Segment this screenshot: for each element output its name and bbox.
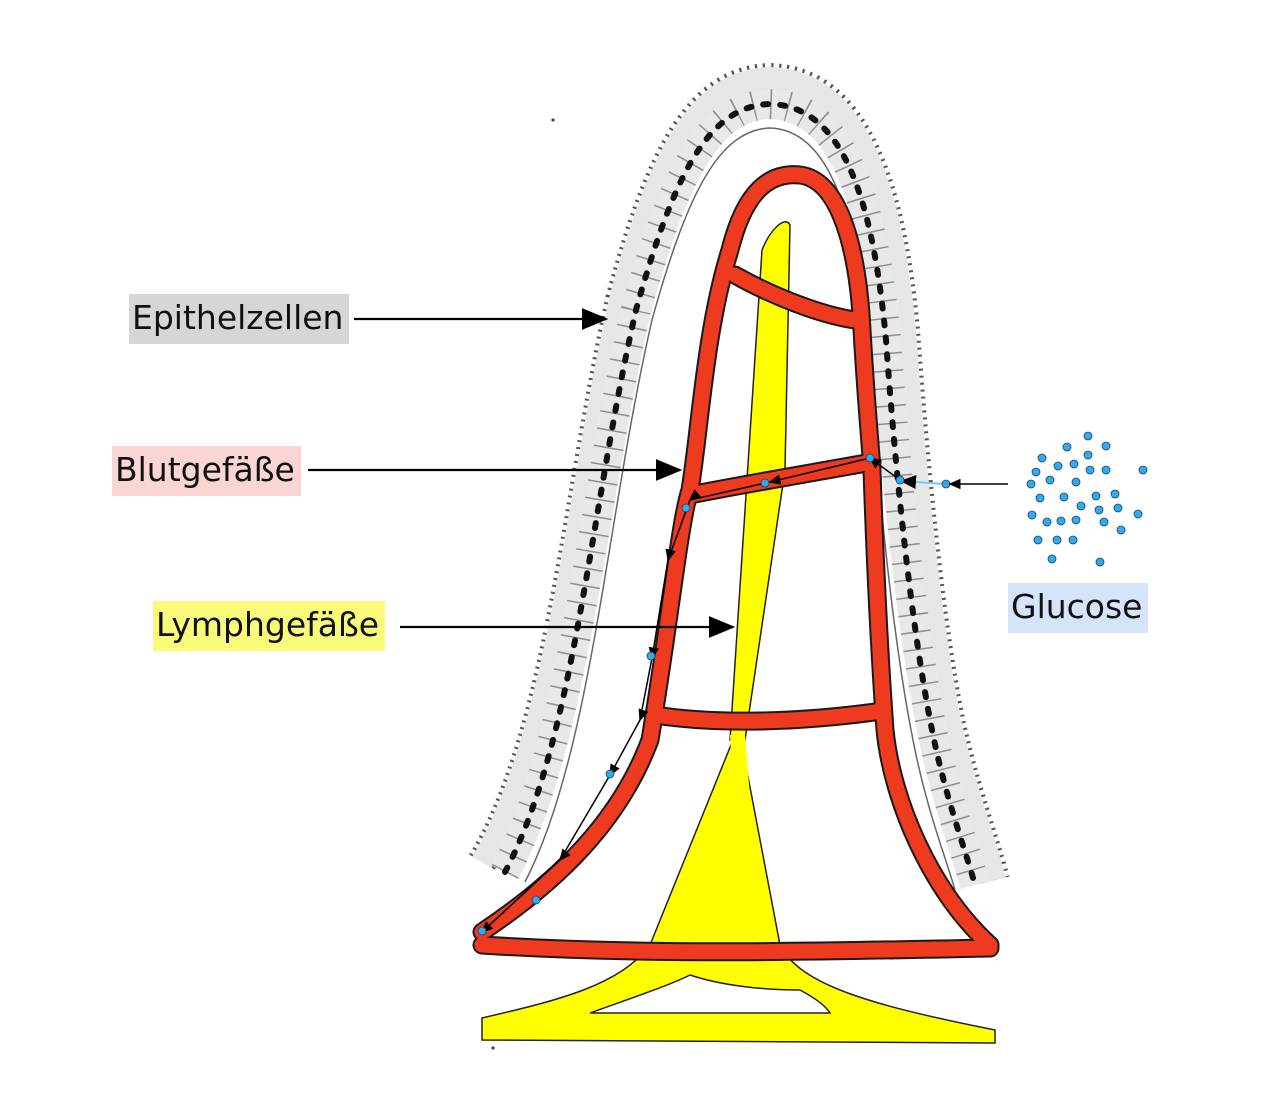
- label-glucose: Glucose: [1008, 583, 1149, 633]
- label-lymphgefaesse: Lymphgefäße: [153, 601, 386, 651]
- label-blutgefaesse: Blutgefäße: [112, 446, 301, 496]
- label-arrows: [308, 308, 1008, 638]
- glucose-cluster: [1026, 431, 1148, 567]
- label-epithelzellen: Epithelzellen: [129, 294, 350, 344]
